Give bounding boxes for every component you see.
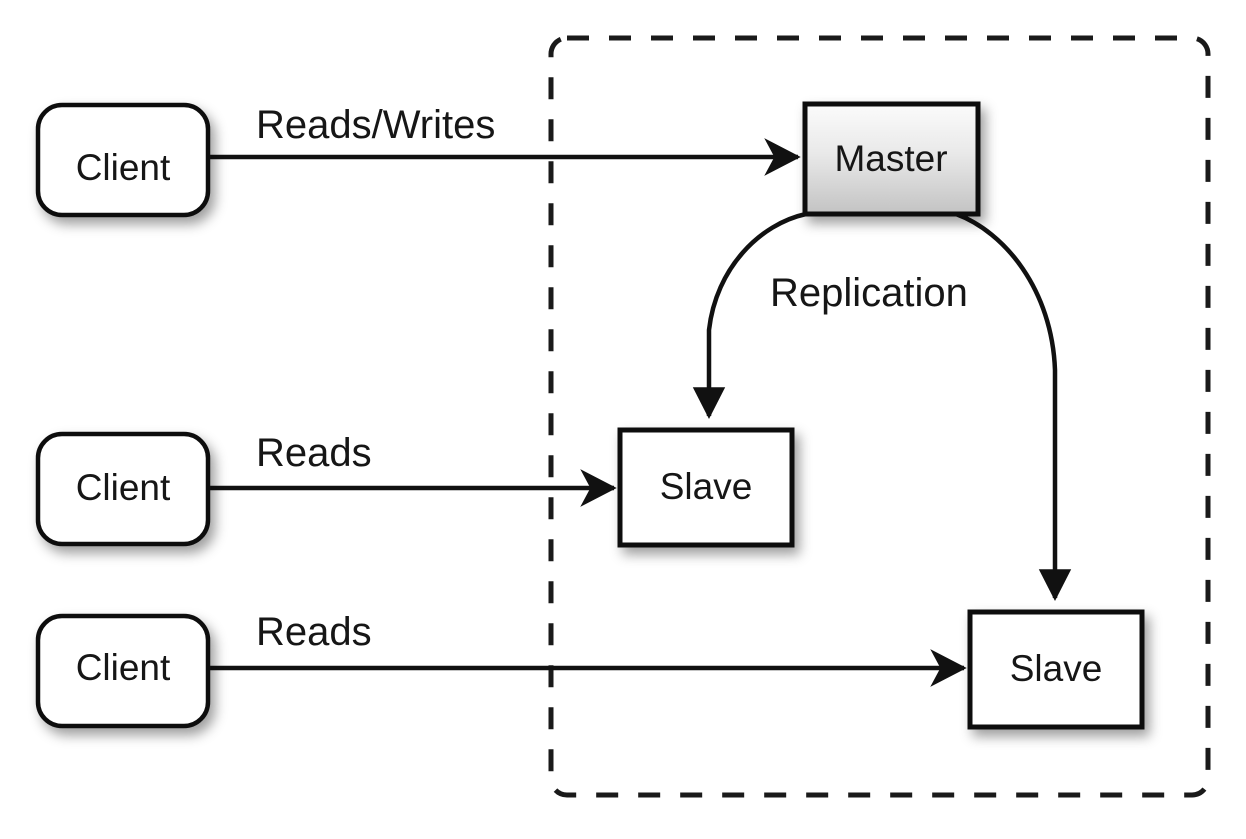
edge-label-replication: Replication [770, 271, 968, 315]
client-3-box[interactable] [35, 613, 211, 729]
node-client-3[interactable]: Client [35, 613, 211, 729]
node-client-2[interactable]: Client [35, 431, 211, 547]
master-box[interactable] [802, 101, 981, 217]
client-3-label: Client [76, 647, 171, 688]
client-2-box[interactable] [35, 431, 211, 547]
edge-curve-replication-right [955, 211, 1072, 602]
node-slave-2[interactable]: Slave [967, 609, 1145, 730]
master-label: Master [834, 138, 947, 179]
node-slave-1[interactable]: Slave [617, 427, 795, 548]
edge-label-reads-middle: Reads [256, 431, 372, 475]
node-client-1[interactable]: Client [35, 102, 211, 218]
slave-2-box[interactable] [967, 609, 1145, 730]
client-2-label: Client [76, 467, 171, 508]
client-1-label: Client [76, 147, 171, 188]
slave-1-box[interactable] [617, 427, 795, 548]
edge-label-reads-bottom: Reads [256, 610, 372, 654]
edge-master-to-slave1-replication [692, 211, 807, 420]
database-cluster-boundary [548, 35, 1211, 798]
node-master[interactable]: Master [802, 101, 981, 217]
client-1-box[interactable] [35, 102, 211, 218]
edge-label-reads-writes: Reads/Writes [256, 103, 495, 147]
slave-2-label: Slave [1010, 648, 1103, 689]
slave-1-label: Slave [660, 466, 753, 507]
edge-curve-replication-left [692, 211, 807, 420]
edge-master-to-slave2-replication [955, 211, 1072, 602]
